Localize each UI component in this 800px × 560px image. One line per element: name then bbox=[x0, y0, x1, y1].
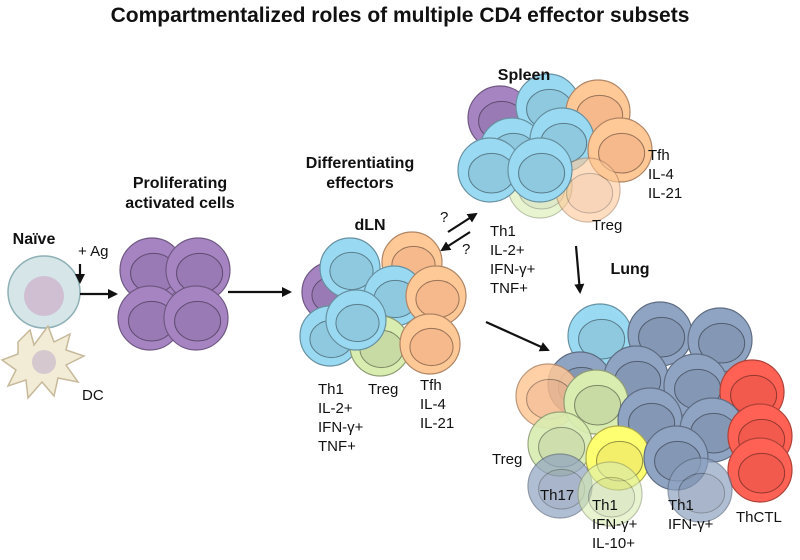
naive-label: Naïve bbox=[12, 231, 56, 248]
dln-cell bbox=[325, 289, 387, 351]
dln-label: dLN bbox=[354, 217, 386, 234]
lung-cell bbox=[563, 369, 629, 435]
question-mark-bottom: ? bbox=[462, 241, 471, 258]
spleen-th1-line-1: Th1 bbox=[490, 223, 516, 240]
proliferating-cell bbox=[117, 285, 183, 351]
dln-tfh-line-2: IL-4 bbox=[420, 396, 446, 413]
spleen-tfh-line-1: Tfh bbox=[648, 147, 670, 164]
proliferating-cell-cluster bbox=[117, 237, 231, 351]
lung-label: Lung bbox=[610, 261, 650, 278]
dln-cell bbox=[319, 237, 381, 299]
spleen-tfh-line-2: IL-4 bbox=[648, 166, 674, 183]
lung-th1b-line-1: Th1 bbox=[668, 497, 694, 514]
dln-th1-line-1: Th1 bbox=[318, 381, 344, 398]
dln-cell bbox=[405, 265, 467, 327]
proliferating-label: Proliferating activated cells bbox=[100, 174, 260, 214]
lung-cell-cluster bbox=[515, 301, 793, 527]
spleen-cell-cluster bbox=[457, 73, 653, 223]
lung-th1-il10-label: Th1 IFN-γ+ IL-10+ bbox=[592, 496, 637, 553]
differentiating-label: Differentiating effectors bbox=[290, 154, 430, 194]
dln-th1-label: Th1 IL-2+ IFN-γ+ TNF+ bbox=[318, 380, 363, 456]
lung-th1-label: Th1 IFN-γ+ bbox=[668, 496, 713, 534]
spleen-to-lung-arrow bbox=[574, 245, 585, 294]
spleen-cell bbox=[507, 137, 573, 203]
dln-treg-label: Treg bbox=[368, 381, 399, 398]
spleen-to-dln-arrow bbox=[440, 231, 471, 252]
dln-cell-cluster bbox=[299, 231, 467, 377]
lung-cell bbox=[577, 461, 643, 527]
dln-tfh-line-1: Tfh bbox=[420, 377, 442, 394]
dln-cell bbox=[399, 313, 461, 375]
differentiating-line-2: effectors bbox=[326, 175, 394, 192]
spleen-th1-label: Th1 IL-2+ IFN-γ+ TNF+ bbox=[490, 222, 535, 298]
lung-th1a-line-1: Th1 bbox=[592, 497, 618, 514]
spleen-label: Spleen bbox=[497, 67, 551, 84]
arrows bbox=[75, 212, 585, 352]
proliferating-line-2: activated cells bbox=[125, 195, 235, 212]
proliferating-cell bbox=[163, 285, 229, 351]
spleen-tfh-line-3: IL-21 bbox=[648, 185, 683, 202]
proliferating-cell bbox=[165, 237, 231, 303]
differentiating-line-1: Differentiating bbox=[305, 155, 415, 172]
lung-treg-label: Treg bbox=[492, 451, 523, 468]
dln-to-spleen-arrow bbox=[447, 212, 478, 233]
dendritic-cell bbox=[0, 324, 86, 400]
dln-th1-line-3: IFN-γ+ bbox=[318, 419, 364, 436]
dln-to-lung-arrow bbox=[485, 320, 550, 352]
antigen-label: + Ag bbox=[78, 243, 109, 260]
diagram-title: Compartmentalized roles of multiple CD4 … bbox=[110, 4, 690, 27]
dln-tfh-label: Tfh IL-4 IL-21 bbox=[420, 376, 454, 433]
dln-th1-line-4: TNF+ bbox=[318, 438, 356, 455]
lung-th17-label: Th17 bbox=[540, 487, 575, 504]
dc-label: DC bbox=[82, 387, 104, 404]
lung-th1a-line-2: IFN-γ+ bbox=[592, 516, 638, 533]
spleen-th1-line-3: IFN-γ+ bbox=[490, 261, 536, 278]
question-mark-top: ? bbox=[440, 209, 449, 226]
lung-cell bbox=[667, 457, 733, 523]
spleen-th1-line-4: TNF+ bbox=[490, 280, 528, 297]
lung-thctl-label: ThCTL bbox=[736, 509, 782, 526]
lung-cell bbox=[527, 453, 593, 519]
dln-th1-line-2: IL-2+ bbox=[318, 400, 353, 417]
lung-cell bbox=[727, 437, 793, 503]
spleen-treg-label: Treg bbox=[592, 217, 623, 234]
spleen-th1-line-2: IL-2+ bbox=[490, 242, 525, 259]
spleen-cell bbox=[457, 137, 523, 203]
lung-th1a-line-3: IL-10+ bbox=[592, 535, 635, 552]
proliferating-line-1: Proliferating bbox=[132, 175, 228, 192]
spleen-tfh-label: Tfh IL-4 IL-21 bbox=[648, 146, 682, 203]
lung-th1b-line-2: IFN-γ+ bbox=[668, 516, 714, 533]
naive-t-cell bbox=[7, 255, 81, 329]
dln-tfh-line-3: IL-21 bbox=[420, 415, 455, 432]
